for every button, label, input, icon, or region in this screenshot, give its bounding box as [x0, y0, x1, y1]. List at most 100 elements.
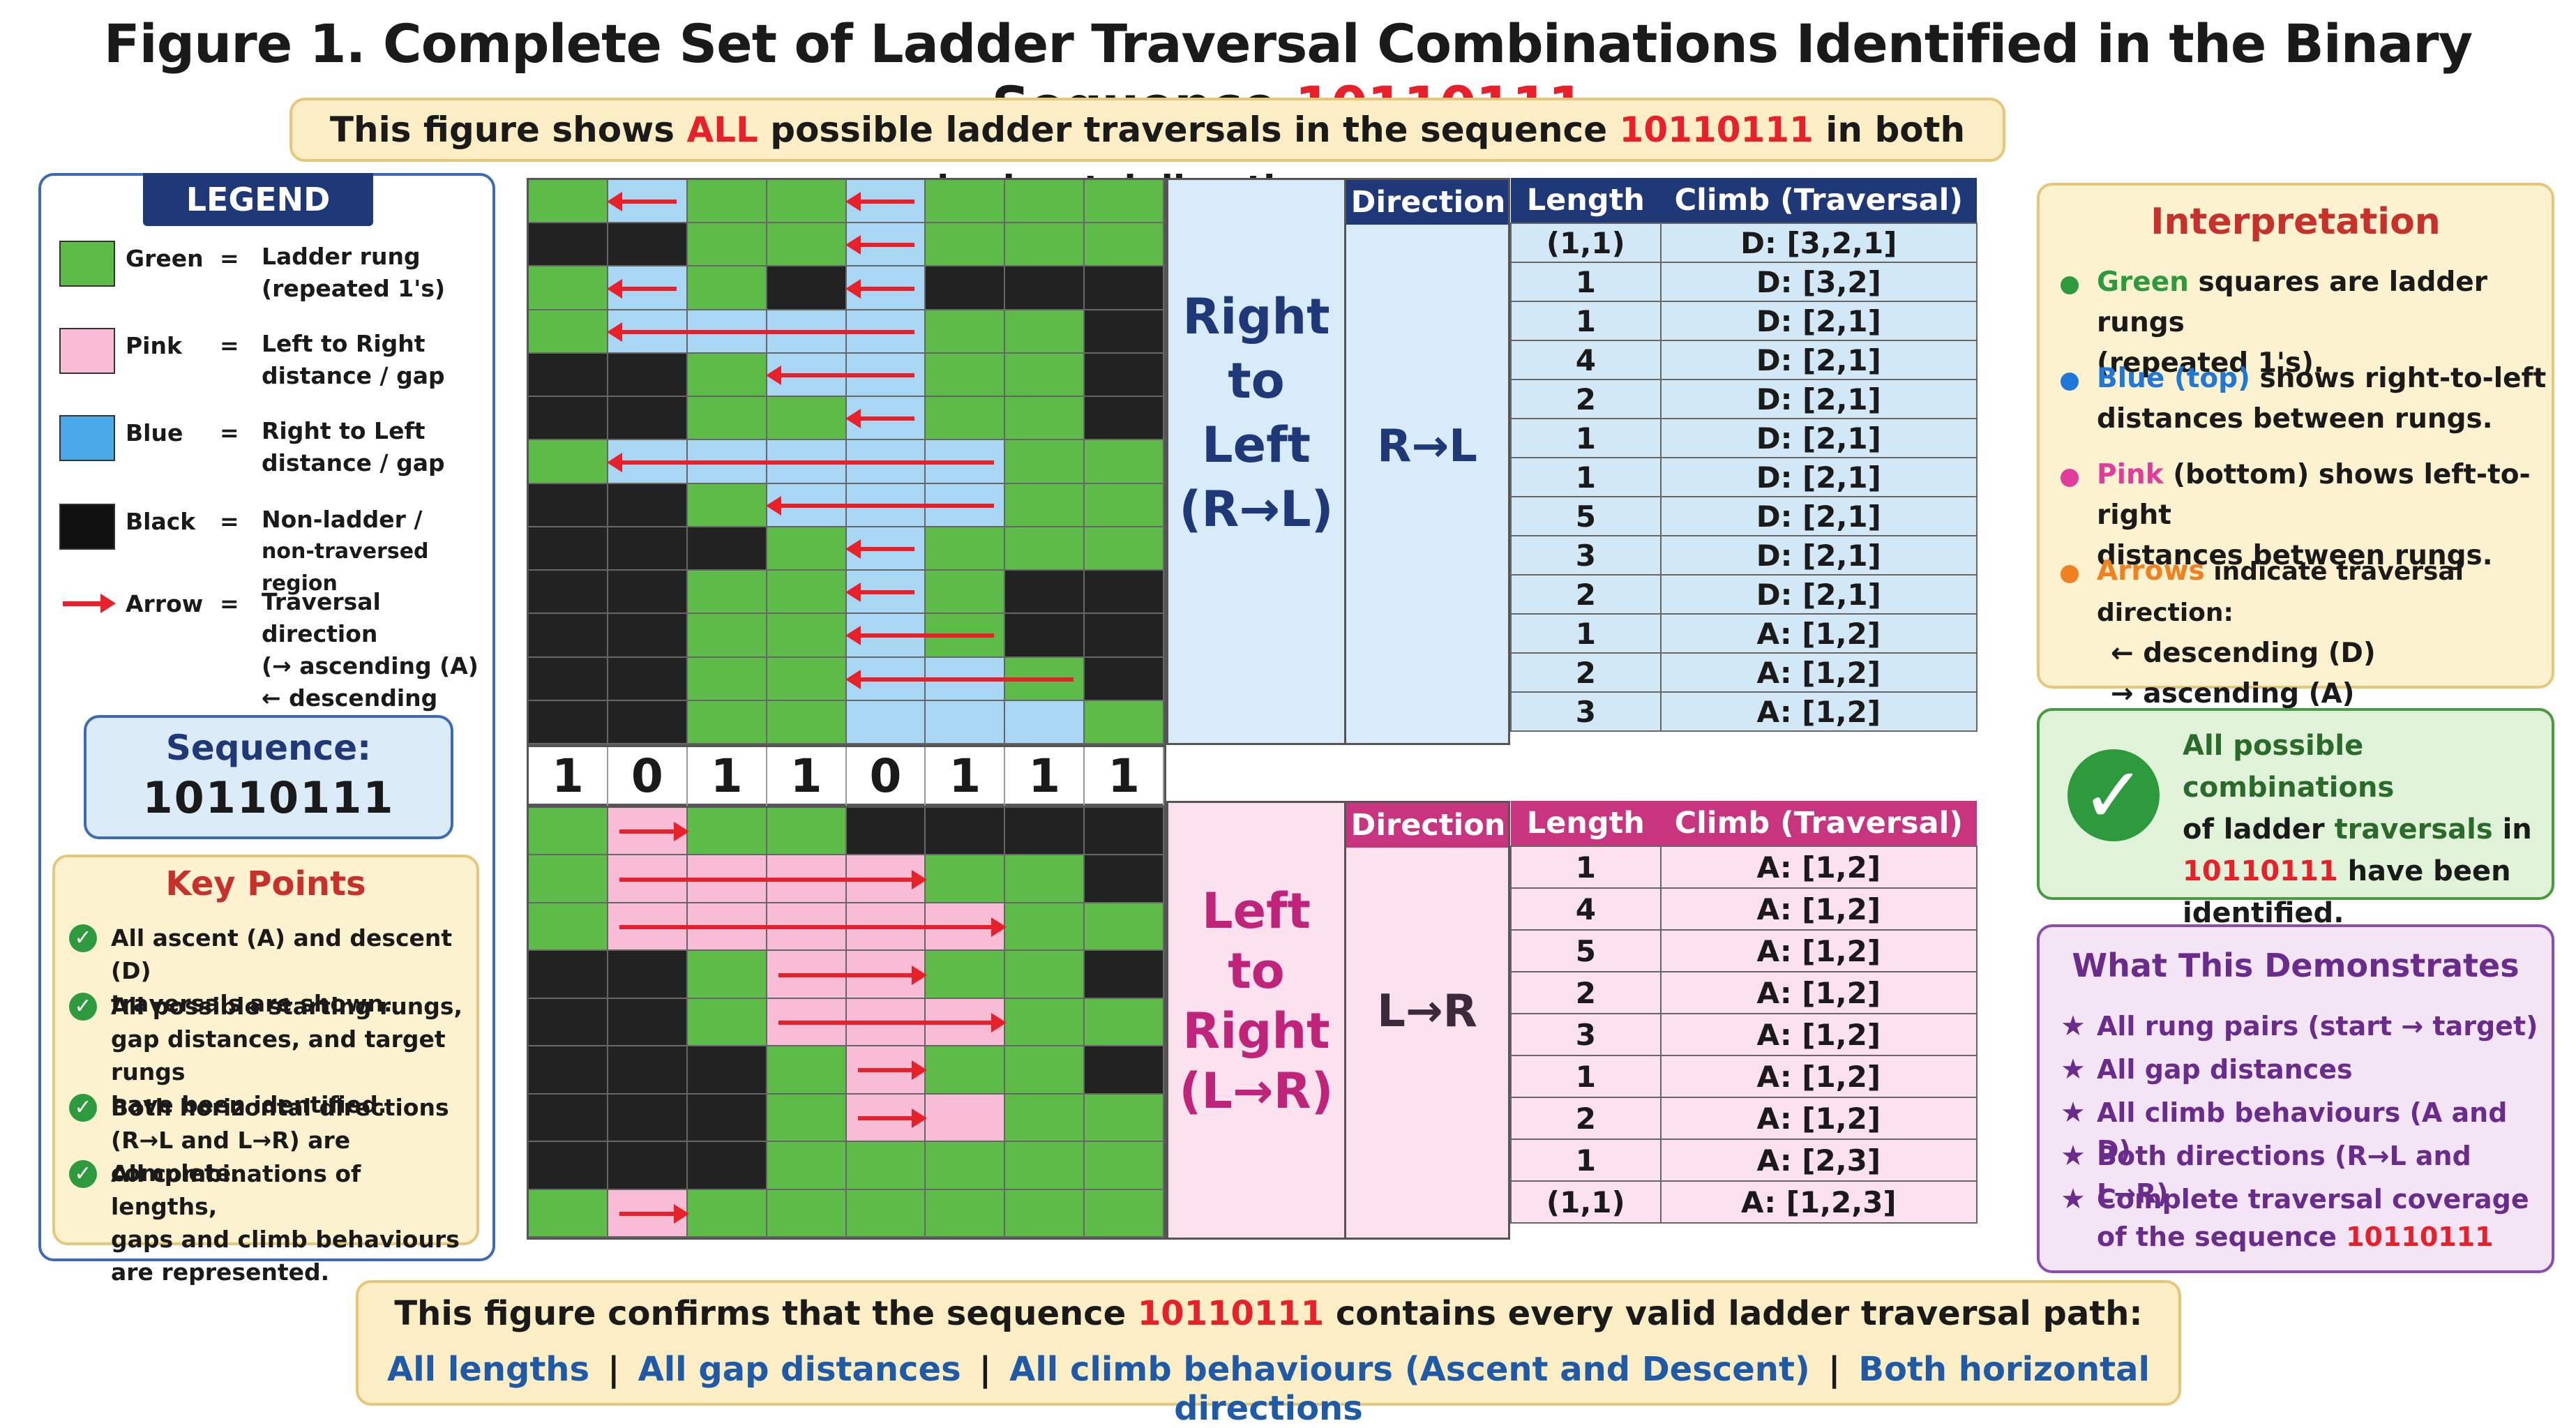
all-found-part: have been — [2337, 855, 2511, 887]
grid-cell — [529, 657, 608, 701]
legend-name: Pink — [126, 332, 182, 359]
grid-cell — [1085, 903, 1164, 952]
grid-cell — [608, 397, 688, 441]
grid-cell — [926, 808, 1006, 856]
grid-cell — [767, 1142, 847, 1190]
length-cell: 2 — [1510, 379, 1662, 419]
grid-cell — [1005, 1094, 1085, 1143]
top-grid-right-to-left — [527, 178, 1166, 746]
footer-sep: | — [1828, 1350, 1841, 1389]
grid-cell — [1085, 700, 1164, 744]
arrow-right-icon — [857, 1060, 928, 1081]
grid-cell — [608, 571, 688, 615]
grid-cell — [767, 657, 847, 701]
sequence-box: Sequence: 10110111 — [84, 715, 453, 839]
length-cell: (1,1) — [1510, 1180, 1662, 1224]
climb-cell: D: [2,1] — [1659, 301, 1978, 341]
table-row: (1,1)D: [3,2,1] — [1510, 223, 1978, 263]
key-point-line: All combinations of lengths, — [111, 1160, 361, 1220]
legend-name: Blue — [126, 419, 183, 446]
interp-text: Green squares are ladder rungs (repeated… — [2097, 262, 2549, 384]
interp-rest: (repeated 1's). — [2097, 347, 2324, 379]
grid-cell — [1005, 571, 1085, 615]
subtitle-sequence: 10110111 — [1619, 110, 1814, 150]
climb-cell: A: [1,2,3] — [1659, 1180, 1978, 1224]
grid-cell — [767, 397, 847, 441]
grid-cell — [1005, 310, 1085, 354]
legend-eq: = — [220, 419, 239, 446]
climb-cell: D: [2,1] — [1659, 496, 1978, 536]
grid-cell — [1005, 903, 1085, 952]
grid-cell — [529, 180, 608, 224]
grid-cell — [687, 951, 767, 999]
key-point-text: All ascent (A) and descent (D) traversal… — [111, 922, 474, 1020]
grid-cell — [1005, 1189, 1085, 1238]
grid-cell — [1005, 855, 1085, 903]
climb-cell: A: [1,2] — [1659, 1097, 1978, 1140]
footer-line-1: This figure confirms that the sequence 1… — [359, 1294, 2178, 1333]
length-cell: 4 — [1510, 887, 1662, 931]
legend-row-green: Green = Ladder rung (repeated 1's) — [59, 241, 485, 310]
climb-cell: A: [1,2] — [1659, 691, 1978, 732]
grid-cell — [687, 700, 767, 744]
length-cell: 4 — [1510, 340, 1662, 380]
grid-cell — [1085, 1046, 1164, 1095]
all-found-part: traversals — [2334, 813, 2493, 845]
key-point-line: All ascent (A) and descent (D) — [111, 924, 453, 984]
legend-eq: = — [220, 332, 239, 359]
grid-cell — [608, 483, 688, 527]
grid-cell — [767, 700, 847, 744]
grid-cell — [687, 223, 767, 267]
demo-sequence: 10110111 — [2346, 1222, 2494, 1252]
climb-cell: D: [3,2,1] — [1659, 223, 1978, 263]
grid-cell — [846, 700, 926, 744]
grid-cell — [608, 614, 688, 658]
binary-digit: 1 — [1085, 747, 1164, 806]
rl-line: Left — [1202, 416, 1311, 474]
grid-cell — [846, 1142, 926, 1190]
grid-cell — [608, 527, 688, 571]
grid-cell — [608, 1046, 688, 1095]
climb-cell: A: [1,2] — [1659, 1013, 1978, 1056]
grid-cell — [1005, 1142, 1085, 1190]
grid-cell — [687, 808, 767, 856]
rl-short-label: R→L — [1377, 421, 1477, 472]
arrow-left-icon — [606, 452, 995, 472]
length-cell: 5 — [1510, 496, 1662, 536]
length-cell: 1 — [1510, 1055, 1662, 1098]
grid-cell — [1085, 1094, 1164, 1143]
footer-item: All gap distances — [638, 1350, 961, 1389]
grid-cell — [767, 614, 847, 658]
grid-cell — [1085, 855, 1164, 903]
grid-cell — [1085, 223, 1164, 267]
grid-cell — [1085, 808, 1164, 856]
grid-cell — [529, 1094, 608, 1143]
green-dot-icon — [2061, 276, 2079, 294]
pink-swatch — [59, 328, 115, 374]
check-icon: ✓ — [69, 993, 97, 1021]
subtitle-banner: This figure shows ALL possible ladder tr… — [289, 98, 2005, 209]
grid-cell — [529, 855, 608, 903]
star-icon: ★ — [2061, 1183, 2086, 1215]
key-point-line: Both horizontal directions — [111, 1094, 449, 1121]
binary-digit: 1 — [767, 747, 847, 806]
grid-cell — [1005, 180, 1085, 224]
legend-eq: = — [220, 590, 239, 617]
grid-cell — [529, 266, 608, 310]
length-cell: 2 — [1510, 652, 1662, 693]
footer-item: All climb behaviours (Ascent and Descent… — [1009, 1350, 1810, 1389]
demo-text: Both directions (R→L and L→R) — [2097, 1141, 2471, 1209]
climb-cell: D: [2,1] — [1659, 535, 1978, 576]
arrow-left-icon — [606, 322, 915, 342]
length-cell: 1 — [1510, 1138, 1662, 1182]
interp-text: Pink (bottom) shows left-to-right distan… — [2097, 455, 2549, 576]
grid-cell — [1005, 700, 1085, 744]
key-points-panel: Key Points ✓ All ascent (A) and descent … — [52, 855, 479, 1286]
interp-rest: distances between rungs. — [2097, 540, 2493, 571]
interp-key: Green — [2097, 266, 2189, 298]
